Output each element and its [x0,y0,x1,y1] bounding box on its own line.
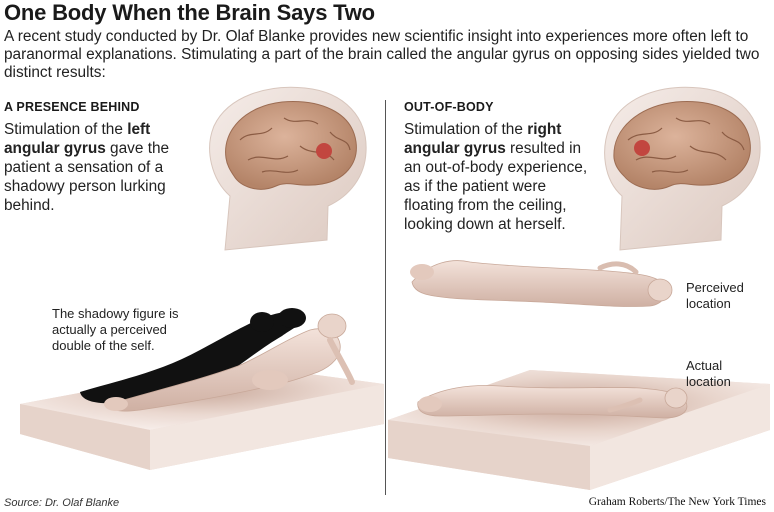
left-section-heading: A PRESENCE BEHIND [4,100,140,114]
perceived-location-label: Perceived location [686,280,744,311]
actual-location-label: Actual location [686,358,731,389]
intro-text: A recent study conducted by Dr. Olaf Bla… [4,28,760,81]
page-title: One Body When the Brain Says Two [4,0,375,25]
left-description: Stimulation of the left angular gyrus ga… [4,121,170,214]
floating-body [410,260,673,307]
actual-body [417,385,688,419]
right-section-heading: OUT-OF-BODY [404,100,494,114]
right-stimulation-dot [634,140,650,156]
source-credit: Source: Dr. Olaf Blanke [4,497,120,509]
shadow-figure-note: The shadowy figure is actually a perceiv… [52,306,179,353]
left-brain [225,101,357,190]
left-head-diagram [209,86,367,251]
shadow-figure [80,308,306,404]
right-description: Stimulation of the right angular gyrus r… [404,121,588,233]
left-stimulation-dot [316,143,332,159]
center-divider [385,100,386,495]
right-brain [613,101,751,190]
lying-body-left [104,313,355,412]
graphic-credit: Graham Roberts/The New York Times [588,496,766,508]
right-head-diagram [604,86,761,251]
